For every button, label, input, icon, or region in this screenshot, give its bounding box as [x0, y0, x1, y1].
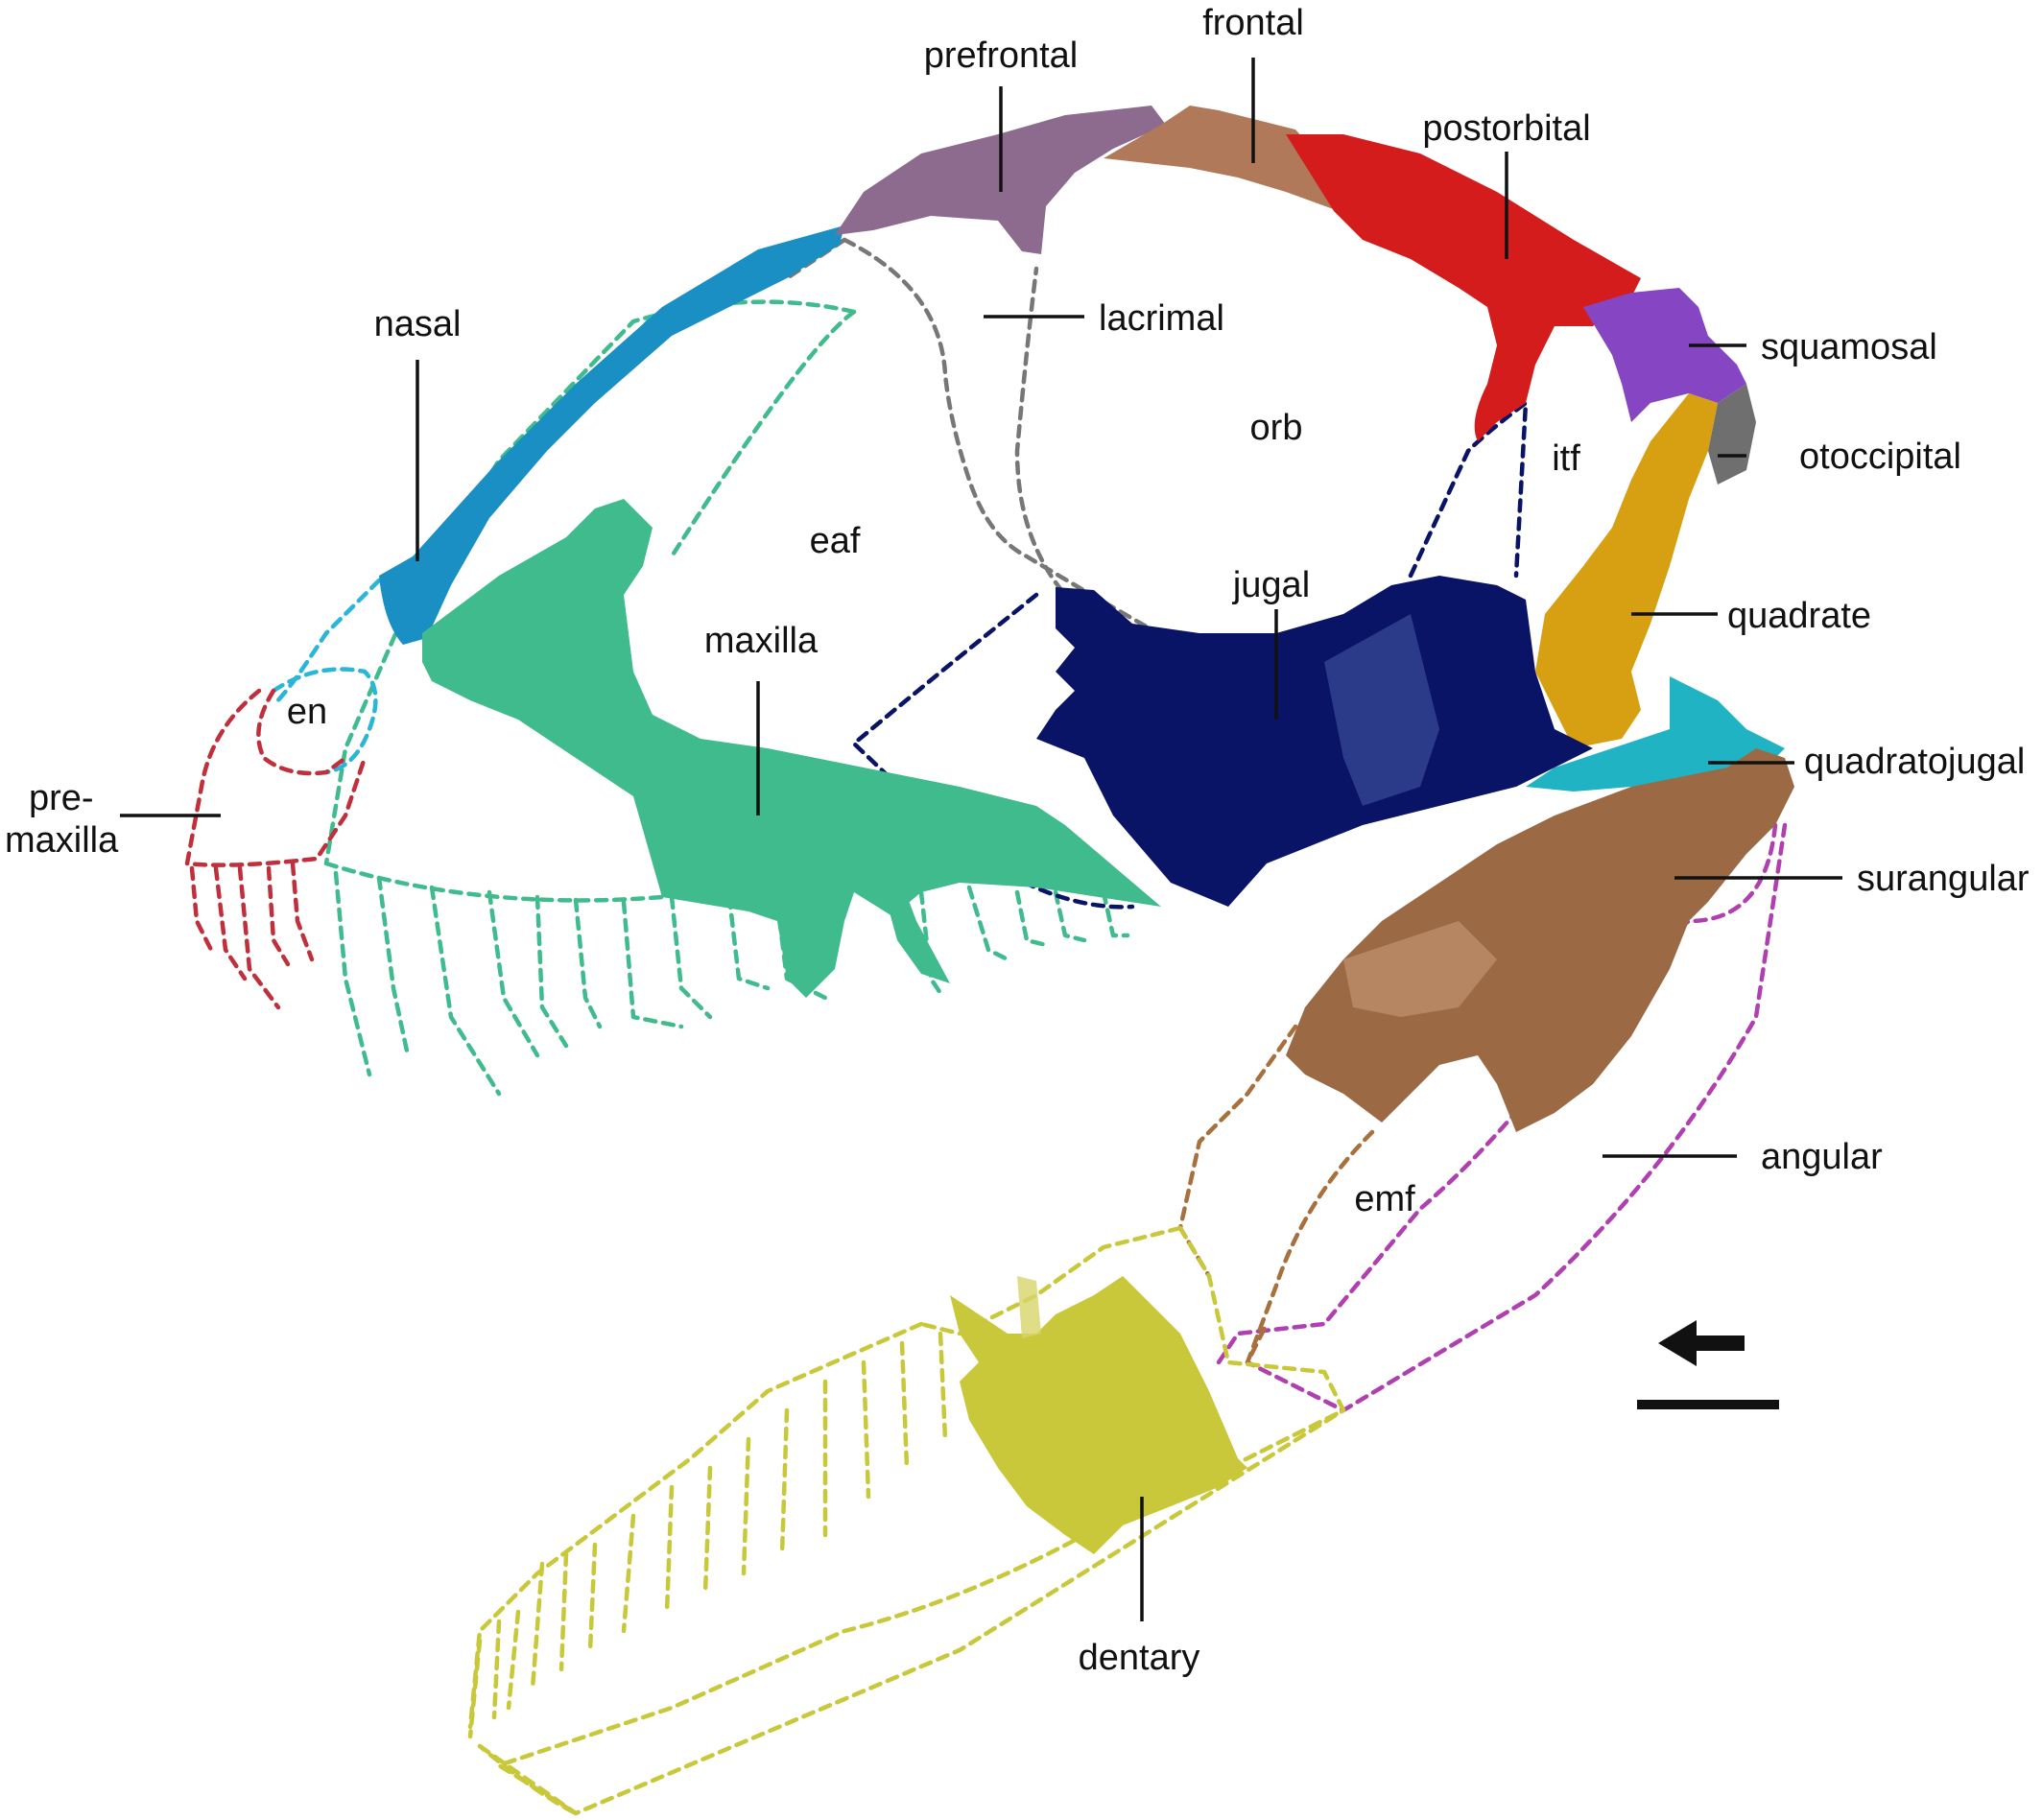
orientation-arrow-icon: [1658, 1320, 1745, 1366]
label-orb: orb: [1250, 408, 1303, 448]
label-otoccipital: otoccipital: [1799, 437, 1961, 477]
en-outline: [271, 667, 378, 775]
dentary-outline: [918, 1225, 1183, 1336]
squamosal-bone: [1583, 288, 1746, 422]
jugal-bone: [1036, 576, 1593, 907]
label-lacrimal: lacrimal: [1099, 298, 1224, 339]
label-quadrate: quadrate: [1727, 596, 1871, 636]
label-dentary: dentary: [1079, 1638, 1200, 1678]
label-itf: itf: [1552, 438, 1580, 479]
maxilla-bone: [422, 499, 1161, 998]
label-jugal: jugal: [1232, 565, 1310, 605]
dentary-tooth: [1017, 1276, 1041, 1338]
label-nasal: nasal: [374, 304, 462, 344]
dentary-bone: [950, 1276, 1247, 1554]
surangular-bone: [1286, 748, 1794, 1132]
quadrate-bone: [1535, 393, 1718, 748]
label-maxilla: maxilla: [704, 621, 819, 661]
frontal-bone: [1104, 106, 1363, 211]
label-angular: angular: [1761, 1137, 1883, 1177]
label-premaxilla-2: maxilla: [5, 820, 119, 861]
label-surangular: surangular: [1857, 859, 2030, 899]
label-postorbital: postorbital: [1422, 108, 1590, 149]
maxilla-tooth-1: [883, 883, 950, 983]
label-emf: emf: [1354, 1179, 1415, 1219]
otoccipital-bone: [1708, 384, 1756, 485]
bones: [379, 106, 1794, 1554]
labels: frontal prefrontal postorbital nasal lac…: [5, 3, 2030, 1678]
nasal-bone: [379, 225, 844, 645]
scale-bar: [1637, 1400, 1779, 1409]
label-squamosal: squamosal: [1761, 327, 1937, 367]
label-en: en: [287, 692, 327, 732]
label-frontal: frontal: [1202, 3, 1304, 43]
leader-lines: [120, 58, 1842, 1621]
postorbital-bone: [1286, 134, 1641, 441]
label-premaxilla-1: pre-: [29, 778, 94, 818]
label-eaf: eaf: [810, 521, 861, 561]
nasal-outline: [271, 578, 382, 708]
jugal-highlight: [1324, 614, 1439, 806]
surangular-detail: [1343, 921, 1497, 1017]
label-quadratojugal: quadratojugal: [1804, 742, 2025, 782]
emf-outline: [1245, 1129, 1375, 1365]
premaxilla-outline: [184, 688, 368, 867]
label-prefrontal: prefrontal: [924, 35, 1079, 76]
jugal-outline: [851, 592, 1135, 910]
